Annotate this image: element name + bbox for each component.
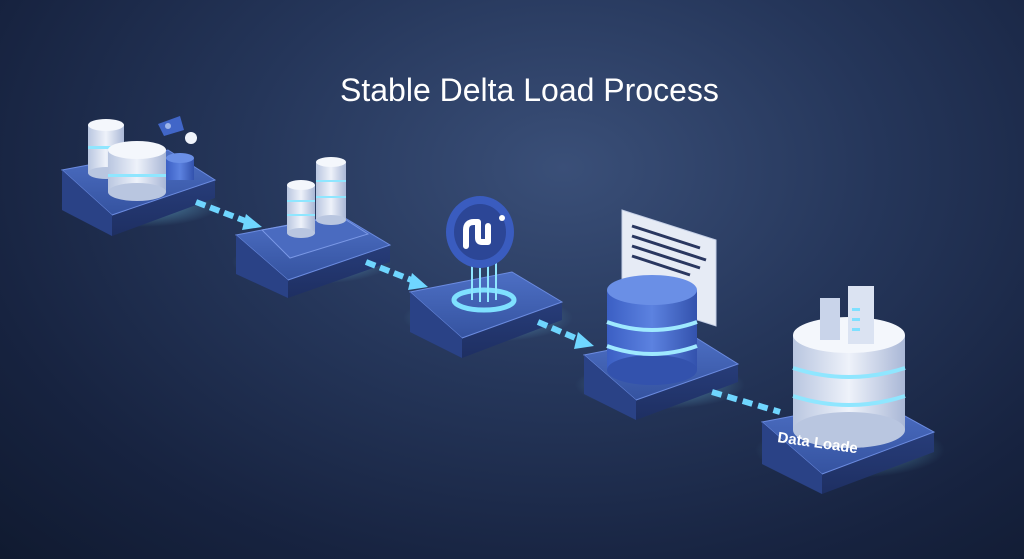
warehouse-icon bbox=[792, 286, 906, 448]
database-icon bbox=[287, 157, 346, 238]
flow-arrow-3 bbox=[536, 319, 594, 349]
flow-arrow-2 bbox=[364, 259, 428, 290]
sync-icon bbox=[446, 196, 514, 268]
flow-arrow-1 bbox=[194, 199, 262, 230]
telescope-icon bbox=[158, 116, 197, 144]
stage-staging-databases bbox=[232, 157, 392, 298]
stage-target-warehouse: Data Loade bbox=[755, 286, 945, 494]
stage-source-databases bbox=[60, 116, 220, 236]
diagram-title: Stable Delta Load Process bbox=[340, 72, 719, 108]
database-icon bbox=[606, 275, 698, 385]
database-icon bbox=[88, 119, 194, 201]
flow-connector-dashed bbox=[711, 389, 781, 415]
stage-delta-log-database bbox=[575, 209, 745, 420]
stage-sync-transform bbox=[403, 196, 573, 358]
